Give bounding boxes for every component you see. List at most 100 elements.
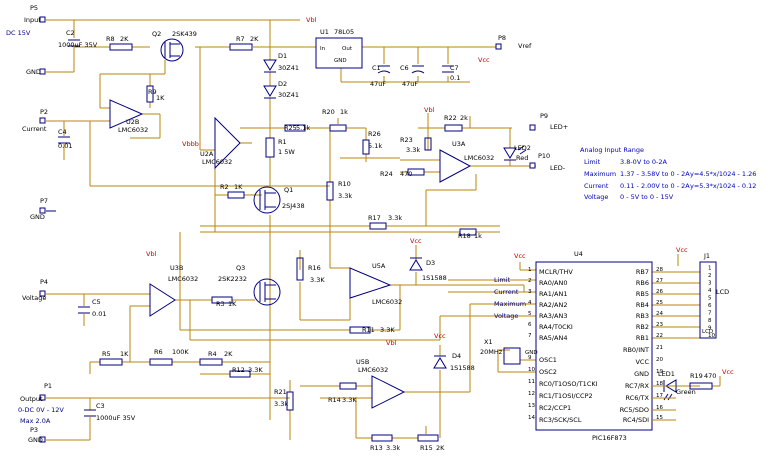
d4-value: 1S1588	[450, 364, 475, 372]
opamps	[109, 99, 472, 409]
r3-value: 1K	[228, 300, 237, 308]
p8-label: Vref	[518, 42, 532, 50]
d3-ref: D3	[426, 259, 435, 267]
mcu-right-pin-name: RB2	[636, 323, 649, 331]
mcu-left-pin-name: RA1/AN1	[539, 290, 567, 298]
r17-value: 3.3k	[388, 214, 402, 222]
q2-value: 2SK439	[172, 30, 197, 38]
p9-label: LED+	[550, 123, 568, 131]
mcu-left-pin-name: RA4/T0CKI	[539, 323, 573, 331]
p8-ref: P8	[498, 34, 506, 42]
lcd-pin-number: 7	[708, 311, 712, 317]
mcu-right-pin-number: 19	[656, 369, 663, 375]
mcu-right-pin-number: 27	[656, 278, 663, 284]
r19-value: 470	[704, 372, 716, 380]
mcu-u4	[535, 261, 653, 431]
p3-ref: P3	[30, 426, 38, 434]
resistor-r3	[211, 296, 233, 304]
mosfet-q1	[253, 178, 281, 214]
resistor-r16	[296, 257, 304, 281]
resistor-r5	[99, 358, 123, 366]
net-voltage: Voltage	[494, 312, 518, 320]
mosfet-q3	[253, 278, 281, 306]
mcu-right-pin-name: RC7/RX	[625, 382, 650, 390]
resistor-r24	[407, 168, 425, 176]
mcu-left-pin-number: 9	[528, 355, 532, 361]
r25-ref: R25	[284, 124, 297, 132]
resistor-r23	[424, 137, 432, 151]
lcd-pin-number: 1	[708, 266, 712, 272]
u1-pin-out: Out	[342, 46, 353, 52]
connectors	[39, 16, 536, 443]
led2-value: Red	[516, 154, 528, 162]
mcu-left-pin-name: RC1/T1OSI/CCP2	[539, 392, 593, 400]
u5a-ref: U5A	[372, 262, 386, 270]
resistor-r8	[109, 43, 133, 51]
c1-value: 47uF	[370, 80, 386, 88]
table-row-maximum-range: 1.37 - 3.58V to 0 - 2A	[620, 170, 690, 178]
u2a-value: LMC6032	[202, 158, 232, 166]
r20-ref: R20	[322, 108, 335, 116]
led-led1	[663, 379, 677, 401]
diode-d2	[263, 85, 277, 99]
vcc-u1: Vcc	[478, 56, 490, 64]
diode-d3	[409, 257, 423, 271]
connector-p2-pin	[39, 117, 46, 124]
mcu-right-pin-name: GND	[634, 370, 649, 378]
mcu-left-pin-name: RC0/T1OSO/T1CKI	[539, 380, 598, 388]
transistors	[160, 38, 281, 306]
table-row-voltage-name: Voltage	[584, 193, 608, 201]
r7-value: 2K	[250, 35, 259, 43]
r1-ref: R1	[278, 138, 287, 146]
r21-value: 3.3k	[274, 400, 288, 408]
u2a-ref: U2A	[200, 150, 214, 158]
x1-ref: X1	[484, 338, 493, 346]
mcu-right-pin-name: RB6	[636, 279, 649, 287]
r4-value: 2K	[224, 350, 233, 358]
vcc-u4: Vcc	[514, 252, 526, 260]
r5-value: 1K	[120, 350, 129, 358]
c5-ref: C5	[92, 298, 101, 306]
p9-ref: P9	[540, 112, 548, 120]
connector-p3-pin	[39, 436, 46, 443]
r11-ref: R11	[362, 326, 375, 334]
r2-ref: R2	[220, 183, 229, 191]
r25-value: 5.1k	[296, 124, 310, 132]
mcu-right-pin-name: VCC	[635, 358, 649, 366]
c2-ref: C2	[66, 29, 75, 37]
r18-ref: R18	[458, 232, 471, 240]
mcu-right-pin-number: 15	[656, 415, 663, 421]
output-max-note: Max 2.0A	[20, 417, 51, 425]
mcu-left-pin-number: 6	[528, 322, 532, 328]
u5b-value: LMC6032	[358, 366, 388, 374]
led-led2	[503, 145, 527, 161]
p2-ref: P2	[40, 108, 48, 116]
opamp-u5b	[371, 375, 406, 409]
r11-value: 3.3K	[380, 326, 395, 334]
u1-ref: U1	[320, 28, 329, 36]
c4-ref: C4	[58, 128, 67, 136]
vbl-u5b: Vbl	[386, 339, 397, 347]
d2-ref: D2	[278, 80, 287, 88]
resistor-r15	[417, 434, 439, 442]
resistor-r2	[227, 191, 245, 199]
mcu-right-pin-number: 16	[656, 405, 663, 411]
c3-ref: C3	[96, 402, 105, 410]
r26-value: 5.1k	[368, 142, 382, 150]
resistors	[99, 43, 713, 442]
net-gnd-osc: GND	[525, 350, 538, 356]
j1-value: LCD	[716, 288, 729, 296]
resistor-r14	[339, 382, 357, 390]
lcd-pin-number: 6	[708, 303, 712, 309]
mcu-right-pin-name: RB0/INT	[623, 346, 649, 354]
mcu-left-pin-number: 7	[528, 333, 532, 339]
mcu-left-pin-number: 12	[528, 391, 535, 397]
d4-ref: D4	[452, 352, 461, 360]
opamp-u3a	[439, 149, 472, 183]
lcd-pin-number: 10	[708, 333, 715, 339]
mcu-left-pin-name: RA3/AN3	[539, 312, 567, 320]
c5-value: 0.01	[92, 310, 106, 318]
resistor-r17	[369, 222, 387, 230]
r22-value: 2k	[460, 114, 468, 122]
